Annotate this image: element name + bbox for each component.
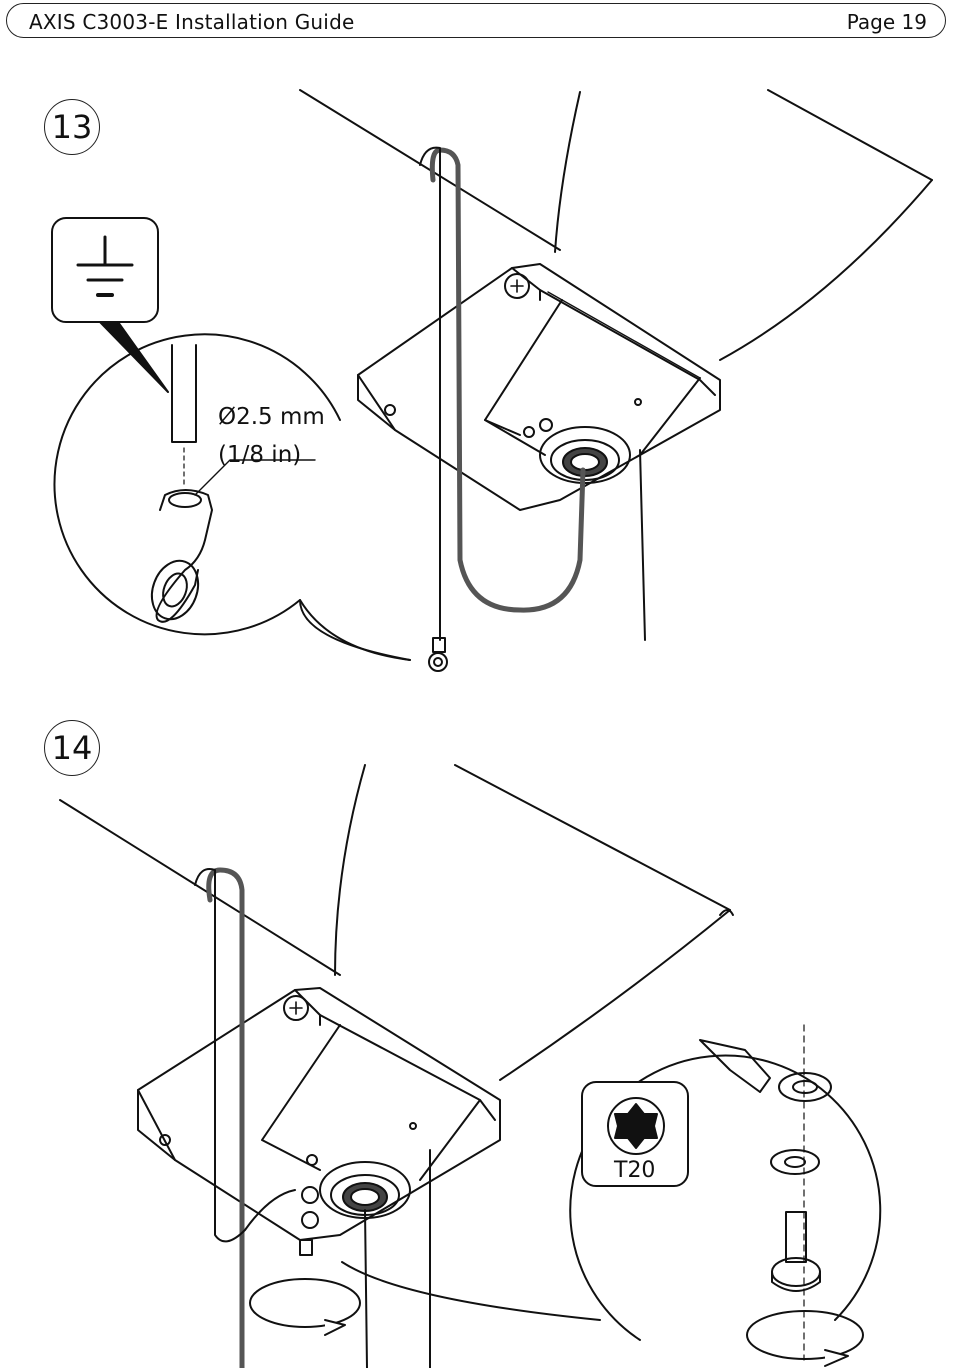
washer-detail bbox=[770, 1149, 820, 1175]
wall-line bbox=[454, 764, 731, 911]
ring-lug-small bbox=[428, 637, 448, 672]
page-number: Page 19 bbox=[846, 10, 927, 34]
ground-cable bbox=[206, 867, 245, 1368]
ground-symbol-box bbox=[51, 217, 169, 393]
torx-tool-box bbox=[581, 1081, 689, 1187]
wire-end bbox=[171, 344, 197, 443]
screw-detail bbox=[771, 1211, 821, 1292]
ring-lug-detail bbox=[699, 1039, 832, 1102]
pole-edge bbox=[639, 449, 646, 641]
dimension-leader bbox=[194, 459, 316, 496]
document-title: AXIS C3003-E Installation Guide bbox=[29, 10, 355, 34]
torx-size-label: T20 bbox=[614, 1158, 656, 1183]
step-14-number: 14 bbox=[44, 720, 100, 776]
cover-curve bbox=[719, 179, 933, 361]
bracket-14 bbox=[137, 987, 501, 1256]
ground-cable-loop bbox=[429, 147, 586, 613]
wall-edge bbox=[334, 764, 366, 976]
cover-curve bbox=[499, 909, 731, 1081]
wall-edge bbox=[554, 91, 581, 253]
bracket-13 bbox=[357, 263, 721, 511]
rotate-arrow-right bbox=[746, 1310, 864, 1367]
step-13-number: 13 bbox=[44, 99, 100, 155]
ground-wire bbox=[194, 868, 296, 1243]
rotate-arrow-left bbox=[249, 1278, 361, 1336]
cable-diameter-in: (1/8 in) bbox=[218, 442, 302, 468]
magnifier-pointer bbox=[341, 1261, 601, 1321]
torx-icon bbox=[614, 1103, 658, 1149]
ring-lug-large bbox=[150, 489, 213, 623]
page-header: AXIS C3003-E Installation Guide Page 19 bbox=[6, 3, 946, 38]
magnifier-circle bbox=[53, 333, 411, 661]
ground-wire bbox=[419, 146, 441, 641]
wall-line bbox=[59, 799, 341, 976]
cable-diameter-mm: Ø2.5 mm bbox=[218, 404, 325, 430]
wall-line bbox=[767, 89, 933, 181]
magnifier-pointer bbox=[299, 599, 411, 661]
magnifier-circle bbox=[569, 1054, 882, 1341]
